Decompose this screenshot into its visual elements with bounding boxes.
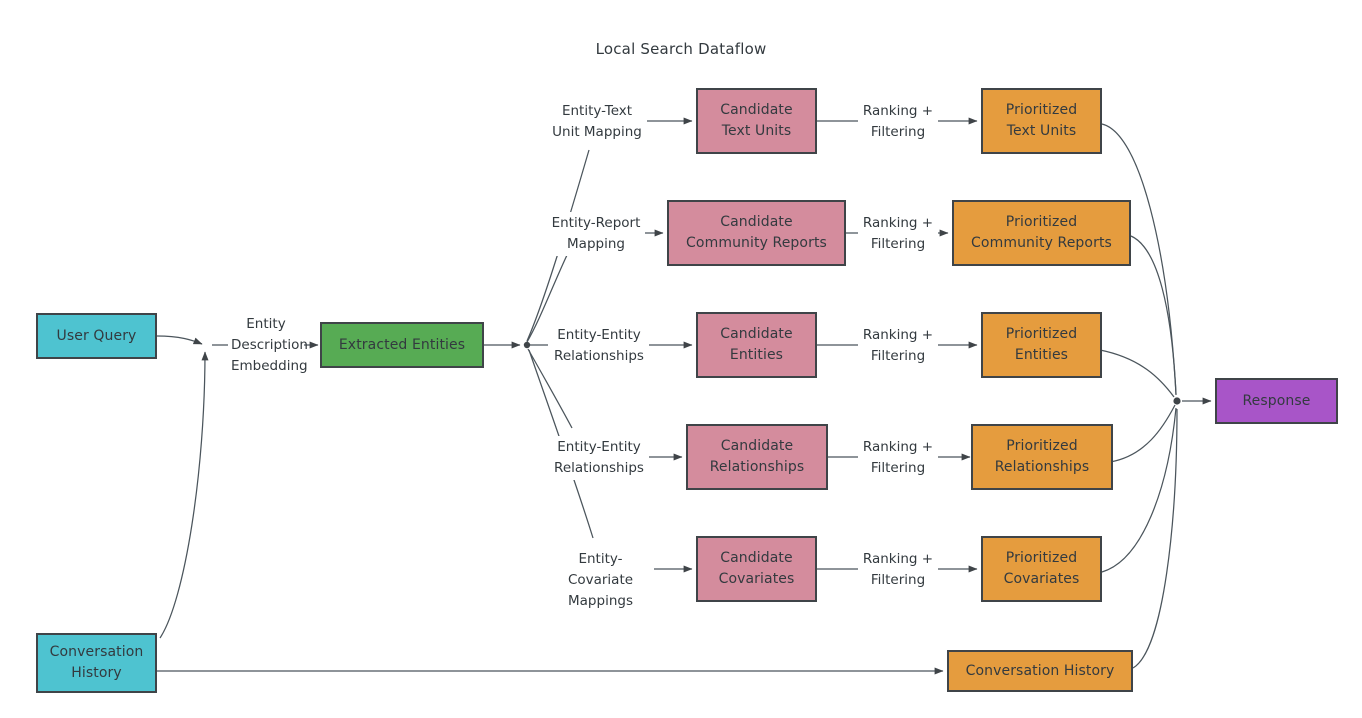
- edge-label-ranking-filtering-2: Ranking + Filtering: [858, 212, 938, 256]
- edge-label-ranking-filtering-3: Ranking + Filtering: [858, 324, 938, 368]
- node-prioritized-text-units-label: Prioritized Text Units: [1005, 102, 1078, 139]
- node-conversation-history-input-label: Conversation History: [49, 644, 144, 681]
- node-prioritized-entities-label: Prioritized Entities: [1005, 326, 1078, 363]
- edge-label-ranking-filtering-1: Ranking + Filtering: [858, 100, 938, 144]
- node-prioritized-community-reports-label: Prioritized Community Reports: [971, 214, 1112, 251]
- edge-label-ranking-filtering-5: Ranking + Filtering: [858, 548, 938, 592]
- node-conversation-history-output-label: Conversation History: [965, 662, 1115, 679]
- response-junction-dot: [1173, 397, 1181, 405]
- node-extracted-entities[interactable]: Extracted Entities: [320, 322, 484, 368]
- edge-prioritized-covariates-to-response-junction: [1101, 407, 1177, 573]
- node-conversation-history-input[interactable]: Conversation History: [36, 633, 157, 693]
- edge-prioritized-entities-to-response-junction: [1099, 349, 1175, 398]
- node-candidate-community-reports-label: Candidate Community Reports: [686, 214, 827, 251]
- node-candidate-entities-label: Candidate Entities: [720, 326, 793, 363]
- fan-junction-dot: [523, 341, 531, 349]
- node-extracted-entities-label: Extracted Entities: [338, 336, 466, 353]
- edge-label-entity-description-embedding: Entity Description Embedding: [228, 313, 308, 378]
- node-prioritized-relationships-label: Prioritized Relationships: [994, 438, 1090, 475]
- node-candidate-entities[interactable]: Candidate Entities: [696, 312, 817, 378]
- node-prioritized-entities[interactable]: Prioritized Entities: [981, 312, 1102, 378]
- node-response-label: Response: [1242, 392, 1311, 409]
- node-user-query[interactable]: User Query: [36, 313, 157, 359]
- edge-label-ranking-filtering-4: Ranking + Filtering: [858, 436, 938, 480]
- node-candidate-text-units-label: Candidate Text Units: [720, 102, 793, 139]
- node-prioritized-relationships[interactable]: Prioritized Relationships: [971, 424, 1113, 490]
- page-title: Local Search Dataflow: [595, 40, 767, 58]
- edge-label-entity-covariate-mappings: Entity-Covariate Mappings: [547, 548, 654, 613]
- node-candidate-covariates[interactable]: Candidate Covariates: [696, 536, 817, 602]
- edge-label-entity-entity-relationships-2: Entity-Entity Relationships: [549, 436, 649, 480]
- node-prioritized-text-units[interactable]: Prioritized Text Units: [981, 88, 1102, 154]
- node-prioritized-community-reports[interactable]: Prioritized Community Reports: [952, 200, 1131, 266]
- edge-label-entity-entity-relationships-1: Entity-Entity Relationships: [549, 324, 649, 368]
- node-conversation-history-output[interactable]: Conversation History: [947, 650, 1133, 692]
- node-candidate-relationships[interactable]: Candidate Relationships: [686, 424, 828, 490]
- node-candidate-text-units[interactable]: Candidate Text Units: [696, 88, 817, 154]
- edge-label-entity-report-mapping: Entity-Report Mapping: [547, 212, 645, 256]
- node-response[interactable]: Response: [1215, 378, 1338, 424]
- node-candidate-relationships-label: Candidate Relationships: [709, 438, 805, 475]
- edge-label-entity-text-unit-mapping: Entity-Text Unit Mapping: [547, 100, 647, 144]
- node-prioritized-covariates[interactable]: Prioritized Covariates: [981, 536, 1102, 602]
- node-user-query-label: User Query: [56, 327, 137, 344]
- edge-conversation-history-output-to-response-junction: [1132, 408, 1178, 669]
- edge-prioritized-relationships-to-response-junction: [1109, 404, 1176, 463]
- edge-prioritized-community-reports-to-response-junction: [1130, 235, 1177, 396]
- node-candidate-covariates-label: Candidate Covariates: [718, 550, 795, 587]
- node-candidate-community-reports[interactable]: Candidate Community Reports: [667, 200, 846, 266]
- edge-user-query-to-junction: [156, 335, 203, 345]
- node-prioritized-covariates-label: Prioritized Covariates: [1003, 550, 1080, 587]
- edge-conversation-history-to-junction: [159, 351, 209, 639]
